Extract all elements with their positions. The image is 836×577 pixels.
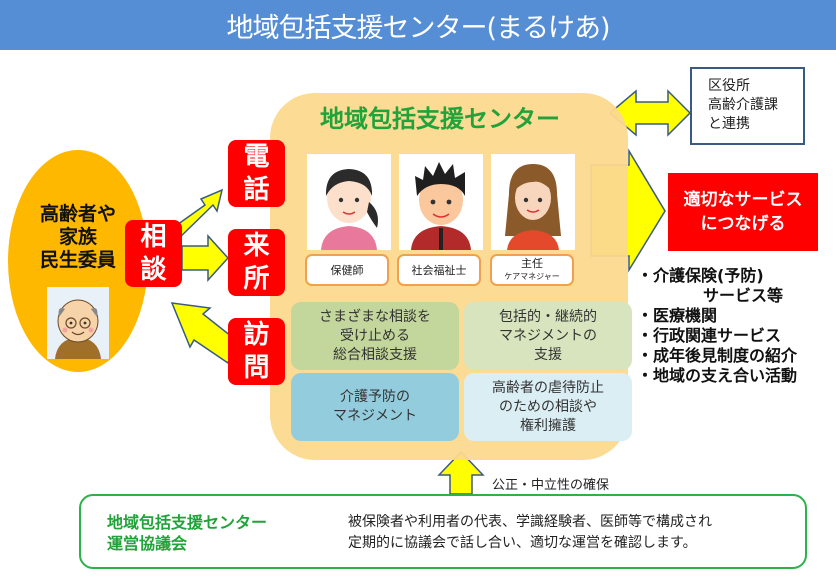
- contact-char: 問: [243, 352, 270, 383]
- elderly-man-icon: [47, 287, 109, 359]
- staff-role: 社会福祉士: [411, 263, 467, 277]
- man-spiky-hair-icon: [399, 154, 483, 250]
- liaison-line: と連携: [708, 116, 750, 132]
- contact-char: 来: [243, 230, 270, 261]
- council-title: 地域包括支援センター 運営協議会: [107, 512, 267, 554]
- services-heading-line: 適切なサービス: [683, 190, 803, 210]
- liaison-box: 区役所 高齢介護課 と連携: [690, 67, 805, 145]
- staff-label-chief-care-manager: 主任 ケアマネジャー: [490, 254, 574, 286]
- service-item-cont: サービス等: [703, 286, 784, 305]
- contact-method-phone: 電 話: [228, 140, 285, 207]
- staff-label-public-health-nurse: 保健師: [305, 254, 389, 286]
- function-continuous-management: 包括的・継続的 マネジメントの 支援: [464, 302, 632, 370]
- function-line: マネジメントの: [499, 327, 597, 344]
- client-line: 家族: [58, 226, 97, 248]
- council-title-line: 地域包括支援センター: [107, 513, 268, 532]
- function-line: マネジメント: [333, 408, 417, 424]
- council-title-line: 運営協議会: [107, 534, 188, 553]
- function-line: 高齢者の虐待防止: [492, 379, 604, 396]
- contact-char: 所: [243, 263, 270, 294]
- service-item-text: ・介護保険(予防): [637, 266, 764, 285]
- service-item: ・行政関連サービス: [637, 326, 782, 345]
- staff-role: 保健師: [330, 263, 364, 277]
- function-line: 総合相談支援: [333, 346, 417, 363]
- staff-role: 主任: [521, 257, 543, 270]
- council-description: 被保険者や利用者の代表、学識経験者、医師等で構成され 定期的に協議会で話し合い、…: [348, 512, 712, 554]
- staff-role-sub: ケアマネジャー: [504, 272, 560, 281]
- liaison-line: 区役所: [708, 78, 750, 94]
- function-line: のための相談や: [499, 398, 597, 415]
- function-line: 権利擁護: [520, 417, 576, 434]
- arrow-to-visit: [181, 234, 230, 282]
- service-item: ・地域の支え合い活動: [637, 366, 798, 385]
- services-heading-box: 適切なサービス につなげる: [668, 173, 818, 251]
- function-line: 受け止める: [340, 327, 410, 344]
- function-line: 介護予防の: [340, 389, 410, 405]
- client-group-label: 高齢者や 家族 民生委員: [8, 203, 148, 272]
- liaison-line: 高齢介護課: [708, 97, 778, 113]
- council-desc-line: 定期的に協議会で話し合い、適切な運営を確認します。: [348, 535, 697, 551]
- woman-long-hair-icon: [491, 154, 575, 250]
- services-list: ・介護保険(予防) サービス等 ・医療機関 ・行政関連サービス ・成年後見制度の…: [637, 266, 797, 386]
- contact-char: 電: [243, 141, 270, 172]
- consult-char: 談: [140, 254, 167, 285]
- function-line: さまざまな相談を: [319, 308, 431, 325]
- services-heading-line: につなげる: [700, 214, 786, 234]
- council-desc-line: 被保険者や利用者の代表、学識経験者、医師等で構成され: [348, 514, 712, 530]
- arrow-from-home-visit: [170, 302, 237, 365]
- function-general-consultation: さまざまな相談を 受け止める 総合相談支援: [291, 302, 459, 370]
- service-item: ・医療機関: [637, 306, 718, 325]
- service-item: ・介護保険(予防) サービス等: [637, 266, 797, 306]
- contact-method-visit: 来 所: [228, 229, 285, 296]
- contact-char: 話: [243, 174, 270, 205]
- council-box: [79, 494, 807, 569]
- client-line: 民生委員: [39, 249, 116, 271]
- function-line: 包括的・継続的: [499, 308, 597, 325]
- function-abuse-prevention: 高齢者の虐待防止 のための相談や 権利擁護: [464, 373, 632, 441]
- woman-ponytail-icon: [307, 154, 391, 250]
- neutrality-label: 公正・中立性の確保: [492, 478, 610, 493]
- page-title: 地域包括支援センター(まるけあ): [226, 12, 610, 44]
- consult-tag: 相 談: [125, 220, 182, 287]
- center-title: 地域包括支援センター: [320, 105, 560, 133]
- service-item: ・成年後見制度の紹介: [637, 346, 798, 365]
- contact-method-home-visit: 訪 問: [228, 318, 285, 385]
- function-line: 支援: [534, 346, 562, 363]
- consult-char: 相: [140, 221, 167, 252]
- function-prevention-management: 介護予防の マネジメント: [291, 373, 459, 441]
- staff-label-social-worker: 社会福祉士: [397, 254, 481, 286]
- contact-char: 訪: [243, 319, 270, 350]
- title-bar: 地域包括支援センター(まるけあ): [0, 0, 836, 50]
- client-line: 高齢者や: [39, 203, 116, 225]
